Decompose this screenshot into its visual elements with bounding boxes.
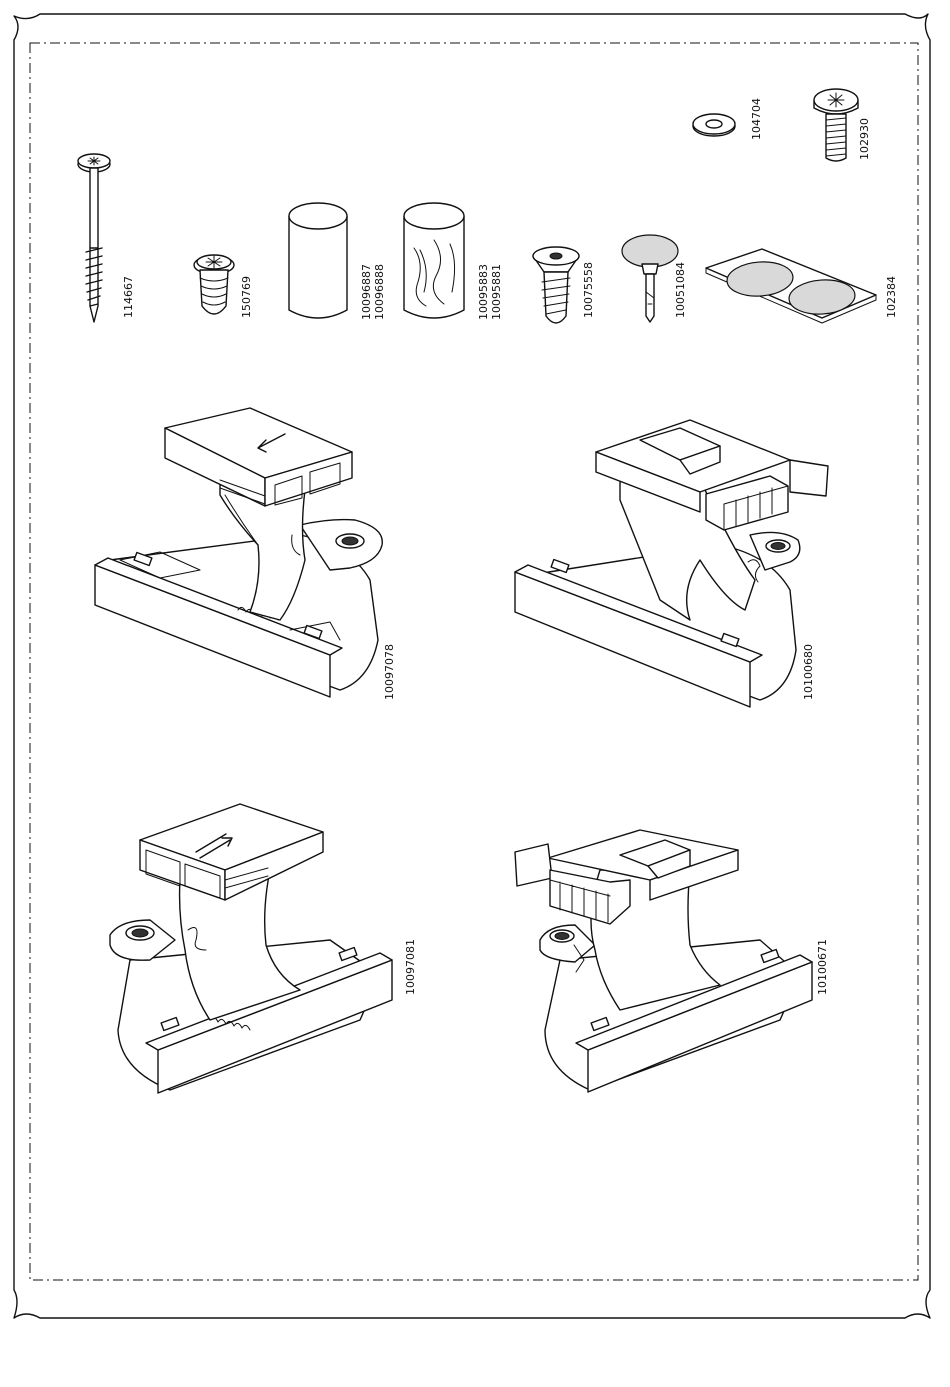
screw-long-icon [78,154,110,322]
bracket-top-left-number: 10097078 [383,644,396,700]
washer-number: 104704 [750,98,763,140]
pin-cap-icon [622,235,678,322]
sleeve-plain-icon [289,203,347,318]
insert-screw-number: 10075558 [582,262,595,318]
bracket-top-right-number: 10100680 [802,644,815,700]
bracket-bottom-right-icon [515,830,812,1092]
screw-long-number: 114667 [122,276,135,318]
insert-screw-icon [533,247,579,323]
pin-cap-number: 10051084 [674,262,687,318]
bracket-top-left-icon [95,408,382,697]
pad-sheet-icon [706,249,876,323]
cam-dowel-icon [194,255,234,314]
bolt-short-icon [814,89,858,161]
bracket-bottom-right-number: 10100671 [816,939,829,995]
bolt-short-number: 102930 [858,118,871,160]
sleeve-patterned-number-2: 10095881 [490,264,503,320]
sleeve-patterned-icon [404,203,464,318]
bracket-bottom-left-icon [110,804,392,1093]
washer-icon [693,114,735,136]
pad-sheet-number: 102384 [885,276,898,318]
bracket-bottom-left-number: 10097081 [404,939,417,995]
sleeve-patterned-number-1: 10095883 [477,264,490,320]
cam-dowel-number: 150769 [240,276,253,318]
sleeve-plain-number-1: 10096887 [360,264,373,320]
sleeve-plain-number-2: 10096888 [373,264,386,320]
bracket-top-right-icon [515,420,828,707]
